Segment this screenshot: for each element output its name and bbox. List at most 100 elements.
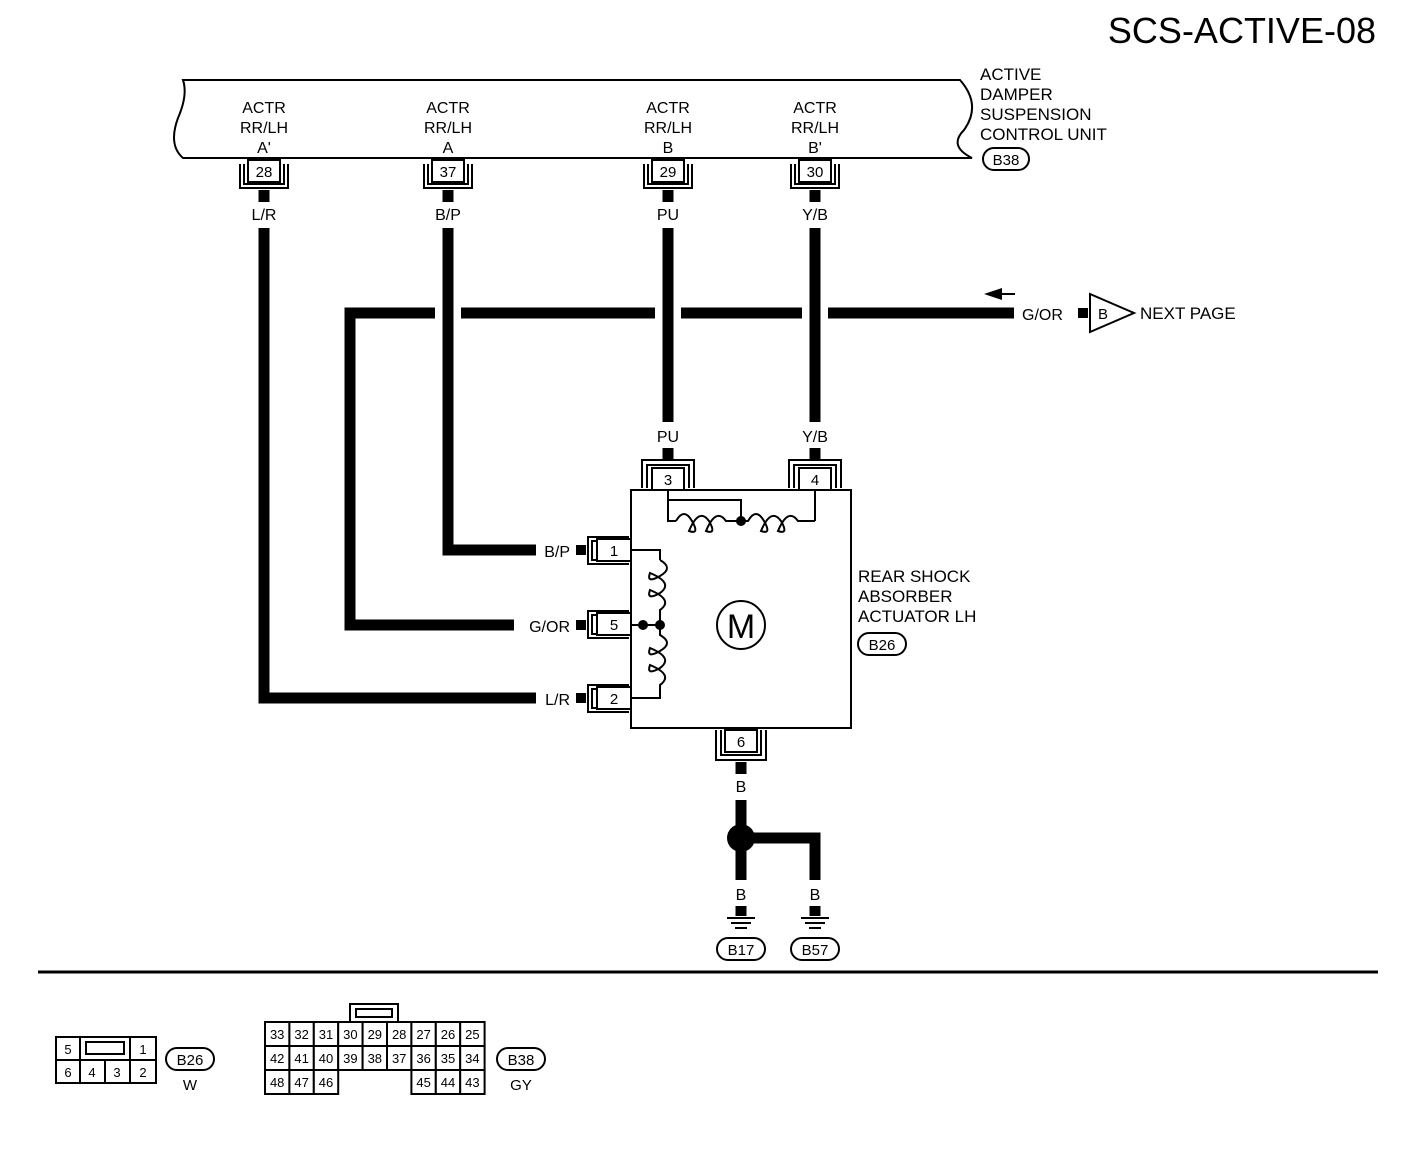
wire-color-label: B/P [435, 207, 461, 224]
terminal-label-line3: B [663, 140, 674, 157]
connector-view-b26: 5 1 6 4 3 2 B26 W [55, 1036, 215, 1094]
terminal-label-line1: ACTR [426, 100, 470, 117]
wire-color-label: Y/B [802, 429, 828, 446]
wire-color-label: B [736, 887, 747, 904]
terminal-label-line3: B' [808, 140, 822, 157]
actuator-internal-coils [631, 490, 816, 699]
ground-icon [727, 906, 755, 929]
cavity-number: 38 [368, 1051, 382, 1066]
actuator-pin-4: 4 [788, 459, 842, 491]
wire-color-label: L/R [545, 692, 570, 709]
connector-cavity [288, 1021, 315, 1047]
name-line: ACTUATOR LH [858, 607, 976, 626]
cu-pin-30: 30 [790, 159, 840, 189]
actuator-pin-2: 2 [587, 684, 632, 713]
svg-text:B38: B38 [508, 1052, 535, 1069]
cavity-number: 30 [343, 1027, 357, 1042]
svg-text:B26: B26 [177, 1052, 204, 1069]
svg-text:4: 4 [88, 1065, 95, 1080]
cavity-number: 46 [319, 1075, 333, 1090]
connector-cavity [312, 1021, 340, 1047]
cu-pin-28: 28 [239, 159, 289, 189]
svg-text:B38: B38 [993, 152, 1020, 169]
wire-l-r [258, 228, 536, 704]
latch-icon [85, 1041, 125, 1055]
cavity-number: 44 [441, 1075, 455, 1090]
wire-color-label: Y/B [802, 207, 828, 224]
wire-color-label: B/P [544, 544, 570, 561]
cavity-number: 37 [392, 1051, 406, 1066]
cavity-number: 35 [441, 1051, 455, 1066]
connector-cavity [410, 1045, 437, 1071]
control-unit: ACTR RR/LH A' ACTR RR/LH A ACTR RR/LH B … [173, 79, 973, 159]
wire-b-p [442, 228, 536, 556]
actuator-pin-5: 5 [587, 610, 632, 639]
svg-text:B26: B26 [869, 637, 896, 654]
svg-text:3: 3 [113, 1065, 120, 1080]
wire-color-label: G/OR [529, 619, 570, 636]
name-line: SUSPENSION [980, 105, 1091, 124]
wire-color-label: B [736, 779, 747, 796]
terminal-label-line2: RR/LH [791, 120, 839, 137]
control-unit-terminal-a-prime: ACTR RR/LH A' [240, 100, 288, 157]
name-line: CONTROL UNIT [980, 125, 1107, 144]
svg-text:1: 1 [139, 1042, 146, 1057]
svg-text:28: 28 [256, 164, 273, 181]
control-unit-terminal-b-prime: ACTR RR/LH B' [791, 100, 839, 157]
wire-end-square [576, 693, 586, 703]
svg-text:2: 2 [610, 691, 618, 708]
svg-text:B17: B17 [728, 942, 755, 959]
wire-color-label: L/R [252, 207, 277, 224]
direction-arrow-icon [984, 288, 1015, 300]
wire-color-label: PU [657, 207, 679, 224]
svg-text:37: 37 [440, 164, 457, 181]
connector-tag-b26: B26 [857, 632, 907, 656]
cavity-number: 45 [416, 1075, 430, 1090]
control-unit-terminal-b: ACTR RR/LH B [644, 100, 692, 157]
svg-text:2: 2 [139, 1065, 146, 1080]
svg-text:GY: GY [510, 1077, 532, 1094]
wire-end-square [576, 545, 586, 555]
svg-text:3: 3 [664, 472, 672, 489]
connector-cavity [288, 1069, 315, 1095]
next-page-marker: B [1089, 292, 1137, 334]
cavity-number: 29 [368, 1027, 382, 1042]
cu-pin-37: 37 [423, 159, 473, 189]
wire-color-label: PU [657, 429, 679, 446]
terminal-label-line1: ACTR [242, 100, 286, 117]
cavity-number: 34 [465, 1051, 479, 1066]
cavity-number: 26 [441, 1027, 455, 1042]
cu-pin-29: 29 [643, 159, 693, 189]
cavity-number: 33 [270, 1027, 284, 1042]
connector-cavity [459, 1069, 486, 1095]
name-line: ACTIVE [980, 65, 1041, 84]
terminal-label-line3: A' [257, 140, 271, 157]
cavity-number: 31 [319, 1027, 333, 1042]
cavity-number: 43 [465, 1075, 479, 1090]
actuator-pin-6: 6 [715, 729, 767, 761]
terminal-label-line1: ACTR [646, 100, 690, 117]
svg-text:B57: B57 [802, 942, 829, 959]
cavity-number: 28 [392, 1027, 406, 1042]
terminal-label-line1: ACTR [793, 100, 837, 117]
terminal-label-line2: RR/LH [644, 120, 692, 137]
svg-text:6: 6 [64, 1065, 71, 1080]
cavity-number: 48 [270, 1075, 284, 1090]
connector-cavity [459, 1021, 486, 1047]
actuator-pin-1: 1 [587, 536, 632, 565]
terminal-label-line2: RR/LH [240, 120, 288, 137]
svg-text:6: 6 [737, 734, 745, 751]
terminal-label-line2: RR/LH [424, 120, 472, 137]
svg-text:30: 30 [807, 164, 824, 181]
connector-cavity [312, 1069, 340, 1095]
cavity-number: 42 [270, 1051, 284, 1066]
ground-wiring [727, 800, 821, 880]
control-unit-name: ACTIVE DAMPER SUSPENSION CONTROL UNIT [980, 65, 1107, 144]
cavity-number: 47 [294, 1075, 308, 1090]
control-unit-terminal-a: ACTR RR/LH A [424, 100, 472, 157]
name-line: DAMPER [980, 85, 1053, 104]
wire-end-square [576, 620, 586, 630]
cavity-number: 36 [416, 1051, 430, 1066]
terminal-label-line3: A [443, 140, 454, 157]
